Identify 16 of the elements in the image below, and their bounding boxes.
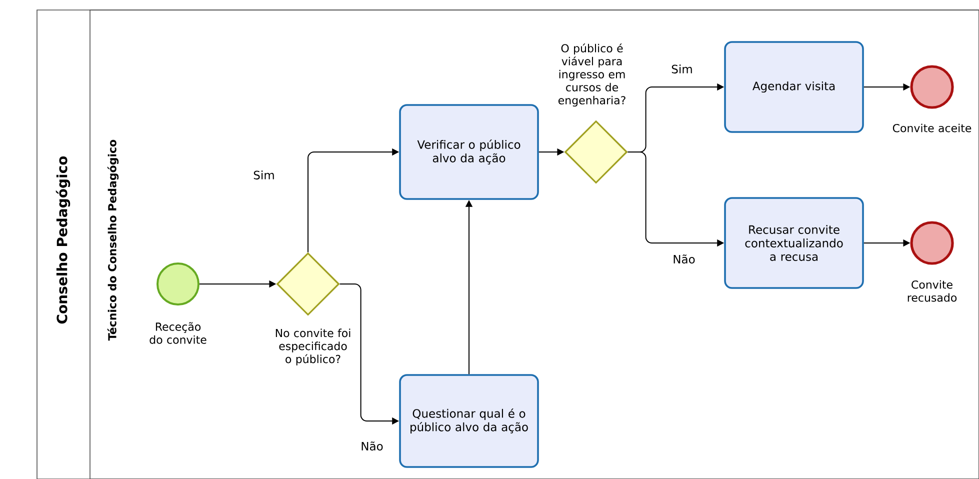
- task-box: Recusar convite contextualizando a recusa: [724, 197, 864, 289]
- task-box: Agendar visita: [724, 41, 864, 133]
- edge-label: Não: [360, 440, 384, 452]
- event-label: Convite recusado: [908, 280, 957, 302]
- start-event-circle: [156, 262, 200, 306]
- event-label: Receção do convite: [150, 322, 206, 344]
- event-label: O público é viável para ingresso em cursos de engenharia?: [558, 43, 626, 107]
- edge-label: Sim: [670, 64, 694, 74]
- task-box: Questionar qual é o público alvo da ação: [399, 374, 539, 468]
- event-label: Convite aceite: [892, 124, 972, 132]
- task-box: Verificar o público alvo da ação: [399, 104, 539, 200]
- end-event-circle: [910, 221, 954, 265]
- event-label: No convite foi especificado o público?: [276, 328, 350, 366]
- edge-label: Não: [672, 253, 696, 265]
- edge-label: Sim: [252, 170, 276, 180]
- end-event-circle: [910, 65, 954, 109]
